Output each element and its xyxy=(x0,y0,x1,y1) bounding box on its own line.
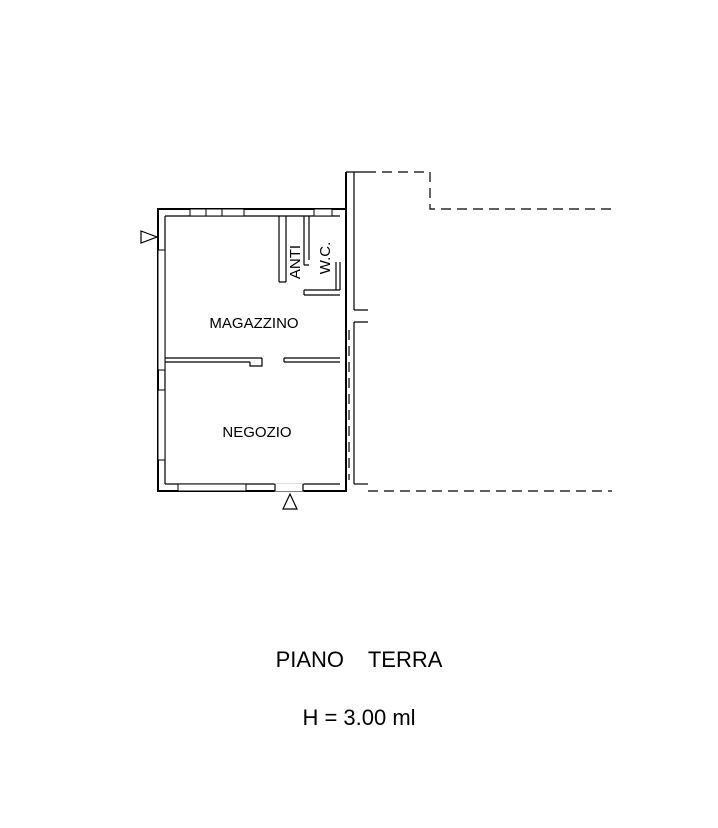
entrance-arrow-bottom xyxy=(282,492,298,510)
room-label-anti: ANTI xyxy=(287,245,304,279)
left-window xyxy=(157,249,166,461)
floor-title: PIANO TERRA xyxy=(275,647,443,672)
neighbour-outline xyxy=(366,171,612,492)
room-label-wc: W.C. xyxy=(317,242,334,275)
room-label-negozio: NEGOZIO xyxy=(222,424,291,441)
entrance-arrow-left xyxy=(140,230,159,244)
room-label-magazzino: MAGAZZINO xyxy=(209,315,298,332)
bathroom-walls xyxy=(278,216,341,296)
bottom-openings xyxy=(177,483,304,492)
internal-partition xyxy=(165,357,340,367)
floor-height: H = 3.00 ml xyxy=(302,705,416,730)
top-windows xyxy=(189,208,333,217)
